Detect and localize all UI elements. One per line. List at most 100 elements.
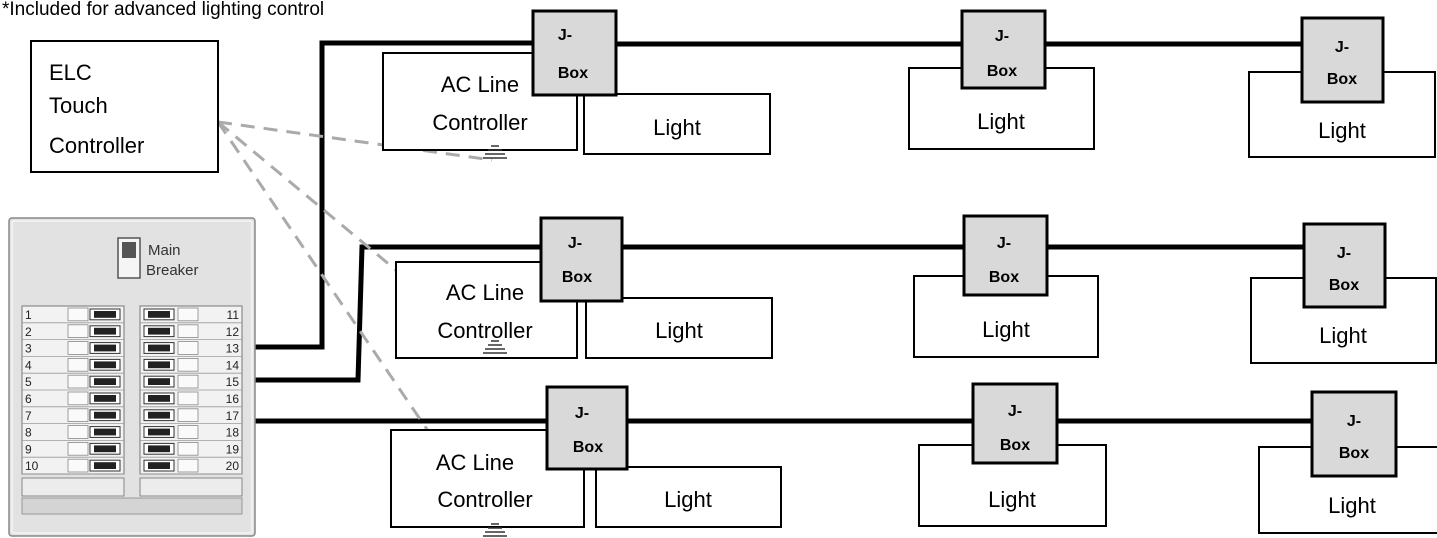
wire-circuit-2-feed [255, 244, 541, 383]
breaker-slot-number: 15 [226, 375, 240, 389]
light-2-3-label: Light [1319, 323, 1367, 348]
breaker-slot-number: 19 [226, 442, 240, 456]
breaker-slot-number: 2 [25, 325, 32, 339]
breaker-slot: 8 [22, 425, 124, 441]
breaker-switch-icon [89, 358, 121, 371]
main-breaker-label-2: Breaker [146, 262, 199, 279]
breaker-switch-icon [89, 375, 121, 388]
wires [255, 40, 1312, 424]
breaker-slot-number: 9 [25, 442, 32, 456]
jbox-1-2: J- Box [960, 9, 1047, 90]
jbox-1-3: J- Box [1300, 16, 1385, 104]
line-controller-1-label-2: Controller [432, 110, 527, 135]
wireless-signal-icon [483, 145, 507, 159]
light-1-2-label: Light [977, 109, 1025, 134]
wireless-signal-icon [483, 523, 507, 537]
breaker-switch-icon [89, 392, 121, 405]
breaker-slot-number: 14 [226, 358, 240, 372]
breaker-slot: 12 [140, 324, 242, 341]
breaker-slot: 19 [140, 441, 242, 458]
breaker-switch-icon [89, 409, 121, 422]
breaker-switch-icon [143, 426, 175, 438]
breaker-switch-icon [143, 325, 175, 338]
breaker-switch-icon [89, 426, 121, 438]
light-2-2-label: Light [982, 317, 1030, 342]
breaker-switch-icon [143, 375, 175, 388]
jbox-1-1: J- Box [531, 9, 618, 97]
jbox-1-3-label-2: Box [1327, 71, 1357, 88]
breaker-slot: 13 [140, 341, 242, 357]
breaker-slot: 2 [22, 324, 124, 341]
breaker-slot: 18 [140, 425, 242, 441]
wireless-signal-icon [483, 340, 507, 354]
breaker-slot-number: 18 [226, 426, 240, 440]
jbox-1-1-label-2: Box [558, 65, 588, 82]
breaker-slot: 9 [22, 441, 124, 458]
jbox-3-2-label-2: Box [1000, 437, 1030, 454]
breaker-slot-number: 5 [25, 375, 32, 389]
jbox-1-1-label-1: J- [558, 27, 572, 44]
light-1-3-label: Light [1318, 118, 1366, 143]
circuit-2: AC Line Controller Light Light Light J- … [395, 214, 1437, 364]
breaker-slot-number: 20 [226, 459, 240, 473]
breaker-switch-icon [89, 342, 121, 354]
breaker-slot-number: 16 [226, 392, 240, 406]
light-3-3-label: Light [1328, 493, 1376, 518]
breaker-slot-number: 17 [226, 409, 240, 423]
breaker-slot-number: 8 [25, 426, 32, 440]
touch-controller-line-2: Touch [49, 93, 108, 118]
light-3-2-label: Light [988, 487, 1036, 512]
note-text: *Included for advanced lighting control [2, 0, 324, 20]
light-1-1-label: Light [653, 115, 701, 140]
ac-line-controller-3: AC Line Controller [390, 429, 585, 528]
breaker-slot: 17 [140, 408, 242, 425]
breaker-slot: 10 [22, 458, 124, 475]
jbox-3-3-label-1: J- [1347, 413, 1361, 430]
jbox-2-2-label-2: Box [989, 269, 1019, 286]
light-3-1-label: Light [664, 487, 712, 512]
line-controller-1-label-1: AC Line [441, 72, 519, 97]
breaker-switch-icon [143, 308, 175, 321]
light-2-1: Light [585, 297, 773, 359]
jbox-1-3-label-1: J- [1335, 39, 1349, 56]
breaker-slot: 15 [140, 374, 242, 391]
wireless-link-1 [217, 120, 493, 162]
line-controller-2-label-2: Controller [437, 318, 532, 343]
wireless-link-2 [217, 120, 493, 352]
panel-footer-left [21, 477, 125, 497]
touch-controller-line-3: Controller [49, 133, 144, 158]
breaker-switch-icon [143, 409, 175, 422]
jbox-2-2-label-1: J- [997, 235, 1011, 252]
breaker-slot-number: 4 [25, 358, 32, 372]
breaker-slot-number: 6 [25, 392, 32, 406]
jbox-2-3-label-1: J- [1337, 245, 1351, 262]
jbox-2-3: J- Box [1302, 222, 1387, 309]
jbox-3-2: J- Box [971, 382, 1059, 465]
breaker-slot-number: 11 [227, 308, 240, 322]
breaker-slot: 20 [140, 458, 242, 475]
jbox-2-2: J- Box [962, 214, 1049, 297]
elc-touch-controller: ELC Touch Controller [30, 40, 219, 173]
breaker-switch-icon [89, 459, 121, 472]
jbox-3-3: J- Box [1310, 390, 1398, 478]
breaker-slot: 14 [140, 357, 242, 374]
main-breaker-label-1: Main [148, 242, 181, 259]
light-1-1: Light [583, 93, 771, 155]
breaker-switch-icon [143, 442, 175, 455]
wire-circuit-1-feed [255, 40, 533, 350]
line-controller-3-label-1: AC Line [436, 450, 514, 475]
circuit-3: AC Line Controller Light Light Light J- … [390, 382, 1437, 537]
line-controller-3-label-2: Controller [437, 487, 532, 512]
jbox-3-1: J- Box [545, 385, 629, 471]
breaker-slot-number: 10 [25, 459, 39, 473]
jbox-2-1: J- Box [539, 216, 624, 303]
light-3-1: Light [595, 466, 782, 528]
wireless-links [216, 120, 494, 526]
ac-line-controller-1: AC Line Controller [382, 52, 578, 151]
breaker-switch-icon [89, 442, 121, 455]
breaker-slot: 1 [22, 307, 124, 324]
